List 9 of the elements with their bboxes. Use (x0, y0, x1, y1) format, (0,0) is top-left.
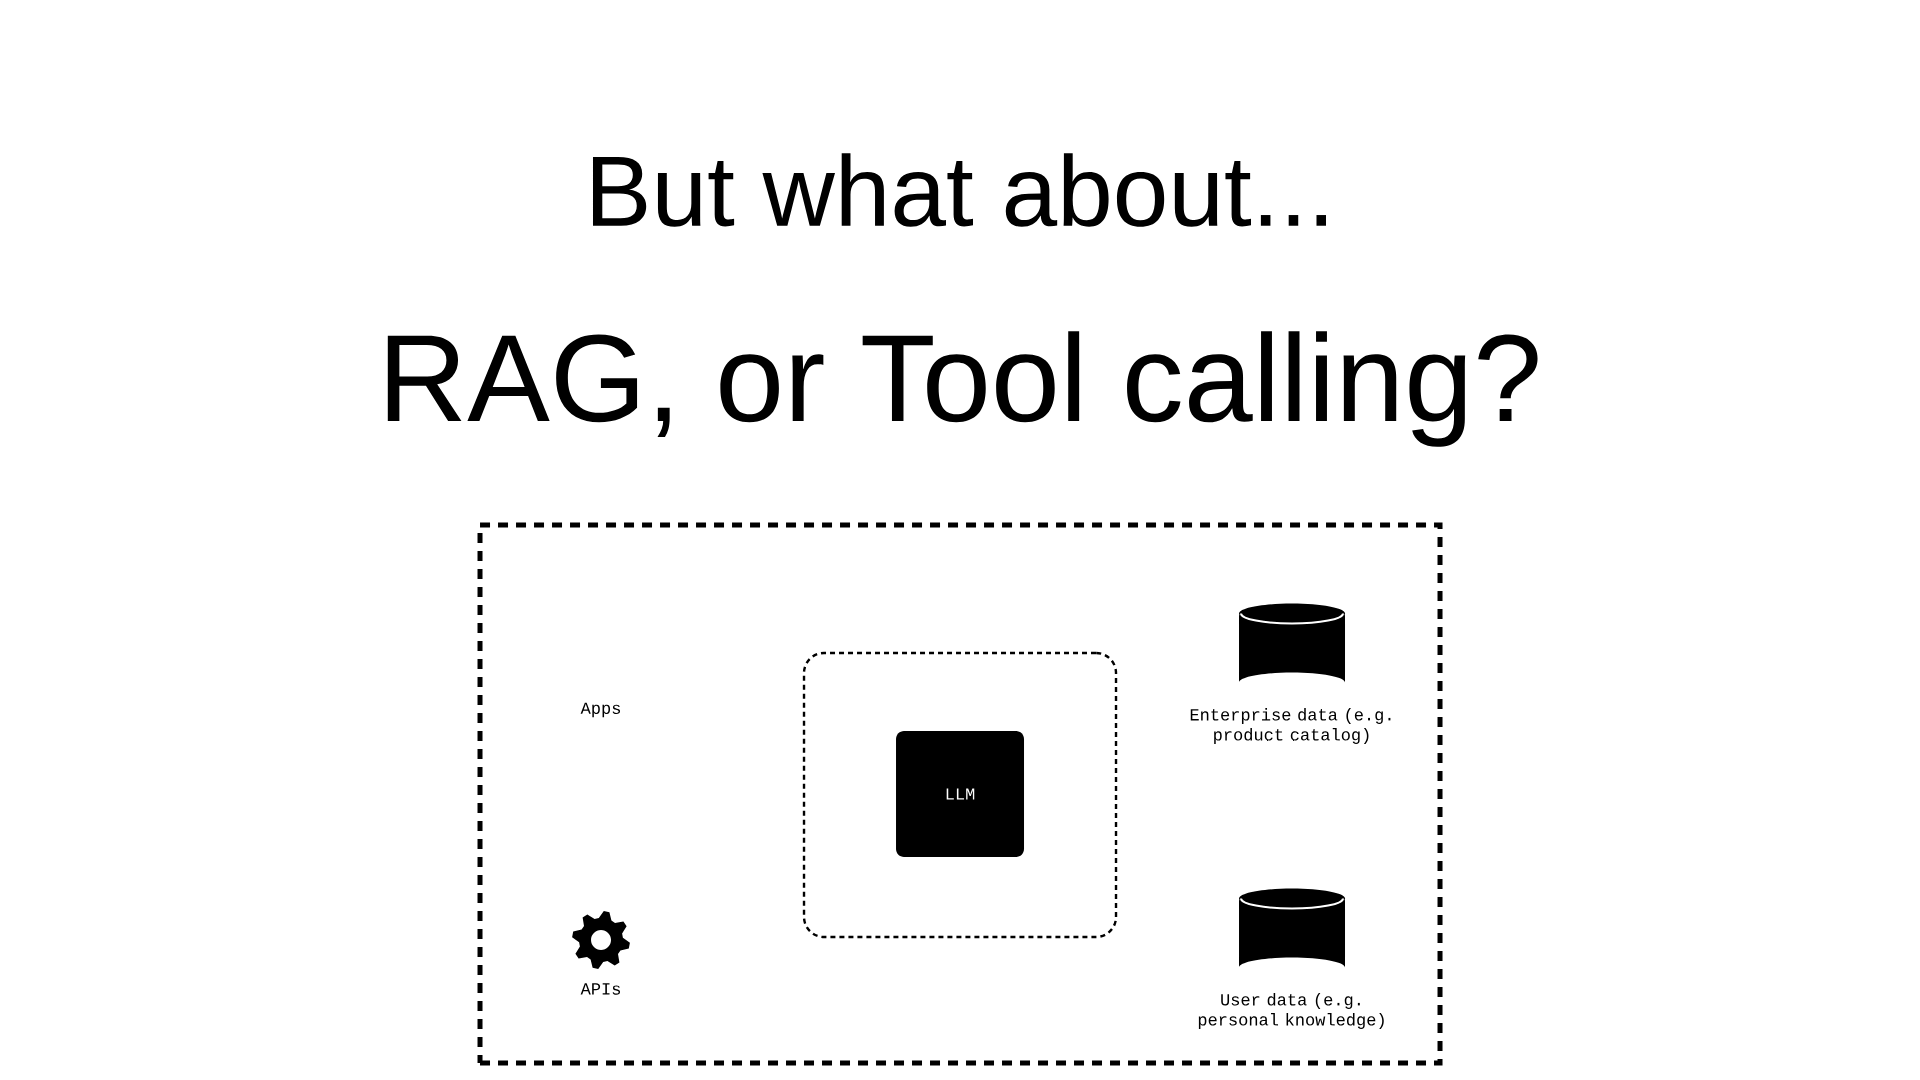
label-text: User data (e.g. personal knowledge) (1198, 993, 1384, 1029)
subtitle: RAG, or Tool calling? (387, 331, 1538, 447)
label-text: Apps (580, 702, 621, 718)
dotted-region (802, 651, 1118, 939)
label-text: APIs (580, 983, 621, 995)
label-text: Enterprise data (e.g. product catalog) (1190, 708, 1391, 744)
llm-box: LLM (896, 731, 1024, 857)
dashed-frame (477, 522, 1443, 1066)
title: But what about... (593, 153, 1327, 227)
